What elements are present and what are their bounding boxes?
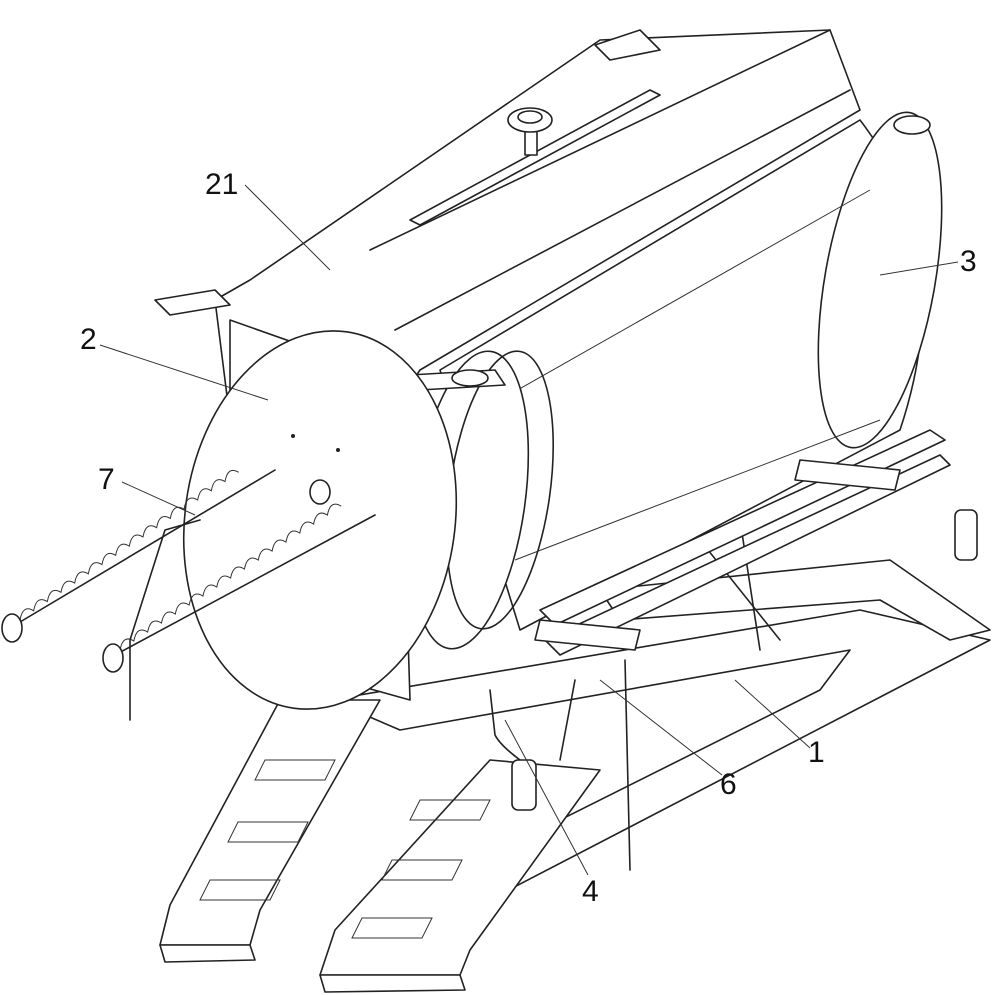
callout-3: 3 bbox=[960, 247, 977, 277]
callout-4: 4 bbox=[582, 877, 599, 907]
callout-6: 6 bbox=[720, 770, 737, 800]
callout-1: 1 bbox=[808, 738, 825, 768]
ramp-right bbox=[320, 760, 600, 992]
callout-21: 21 bbox=[205, 170, 238, 200]
callout-2: 2 bbox=[80, 325, 97, 355]
callout-7: 7 bbox=[98, 465, 115, 495]
